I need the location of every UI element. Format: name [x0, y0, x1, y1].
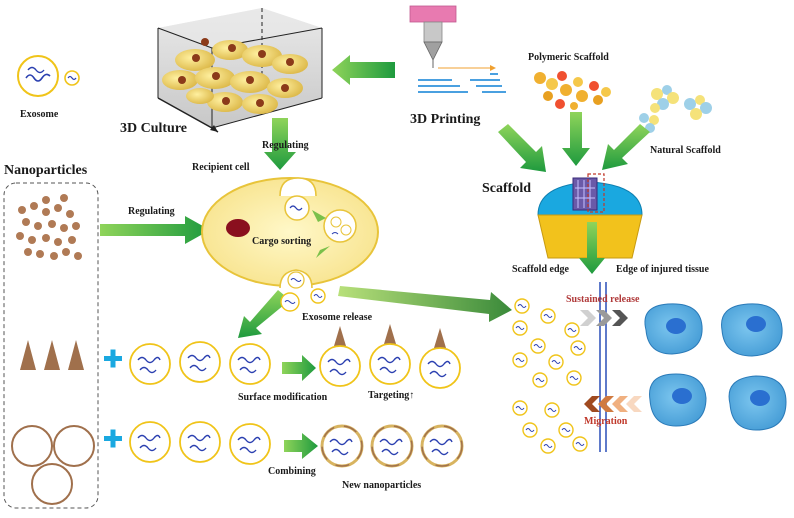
nanoparticles-title: Nanoparticles: [4, 163, 88, 178]
plus-icon-2: [104, 429, 122, 448]
nanoparticle-cones: [20, 340, 84, 370]
exosome-plain-5: [179, 421, 221, 463]
regulating-top-label: Regulating: [262, 140, 309, 151]
arrow-culture-to-cell: [264, 118, 296, 170]
arrow-natural-to-scaffold: [602, 124, 650, 170]
regulating-left-label: Regulating: [128, 206, 175, 217]
arrow-release-down: [238, 290, 290, 338]
exosome-release-label: Exosome release: [302, 312, 373, 323]
new-nanoparticle-1: [320, 424, 364, 468]
natural-scaffold: Natural Scaffold: [639, 85, 721, 156]
cargo-sorting-label: Cargo sorting: [252, 236, 311, 247]
arrow-scaffold-down: [579, 222, 605, 274]
exosome-plain-6: [229, 423, 271, 465]
exosome-plain-2: [179, 341, 221, 383]
new-nanoparticle-3: [420, 424, 464, 468]
surface-modification-row: Surface modification Targeting↑: [104, 324, 461, 403]
scaffold-block: Scaffold: [482, 173, 643, 259]
natural-scaffold-label: Natural Scaffold: [650, 145, 721, 156]
exosome-targeted-1: [319, 326, 361, 387]
3d-culture-label: 3D Culture: [120, 121, 187, 136]
edge-injured-tissue-label: Edge of injured tissue: [616, 264, 709, 275]
culture-cells: [162, 38, 308, 114]
arrow-polymeric-to-scaffold: [562, 112, 590, 166]
tissue-interface: Scaffold edge Edge of injured tissue Sus…: [512, 264, 787, 454]
3d-printer: 3D Printing: [409, 5, 506, 127]
nanoparticles-panel: Nanoparticles: [3, 163, 99, 509]
arrow-printing-to-scaffold: [498, 124, 546, 172]
exosome-plain-3: [229, 343, 271, 385]
released-exosomes: [512, 298, 588, 454]
nanoparticle-rings: [11, 425, 95, 505]
arrow-printing-to-culture: [332, 55, 395, 85]
migration-label: Migration: [584, 416, 628, 427]
sustained-release-label: Sustained release: [566, 294, 640, 305]
arrow-combining: [284, 433, 318, 459]
migration-chevrons: [584, 396, 642, 412]
scaffold-edge-label: Scaffold edge: [512, 264, 570, 275]
exosome-label: Exosome: [20, 109, 59, 120]
arrow-nanoparticles-to-cell: [100, 216, 210, 244]
exosome-plain-4: [129, 421, 171, 463]
3d-printing-label: 3D Printing: [410, 112, 480, 127]
surface-modification-label: Surface modification: [238, 392, 328, 403]
exosome-plain-1: [129, 343, 171, 385]
arrow-release-to-tissue: [338, 286, 512, 322]
targeting-label: Targeting↑: [368, 390, 414, 401]
tissue-cells: [644, 303, 787, 431]
combining-row: Combining New nanoparticles: [104, 421, 464, 491]
3d-culture-box: 3D Culture: [120, 8, 323, 136]
recipient-cell: Recipient cell Regulating Cargo sorting …: [128, 140, 379, 323]
arrow-surface-modification: [282, 355, 316, 381]
exosome-targeted-3: [419, 328, 461, 389]
release-chevrons: [580, 310, 628, 326]
scaffold-label: Scaffold: [482, 181, 531, 196]
combining-label: Combining: [268, 466, 316, 477]
exosome-targeted-2: [369, 324, 411, 385]
new-nanoparticles-label: New nanoparticles: [342, 480, 421, 491]
exosome-legend: Exosome: [17, 55, 80, 120]
flow-arrows: [100, 55, 650, 459]
recipient-cell-label: Recipient cell: [192, 162, 250, 173]
new-nanoparticle-2: [370, 424, 414, 468]
polymeric-scaffold: Polymeric Scaffold: [528, 52, 611, 110]
plus-icon: [104, 349, 122, 368]
polymeric-scaffold-label: Polymeric Scaffold: [528, 52, 609, 63]
nanoparticle-dots: [16, 194, 82, 260]
